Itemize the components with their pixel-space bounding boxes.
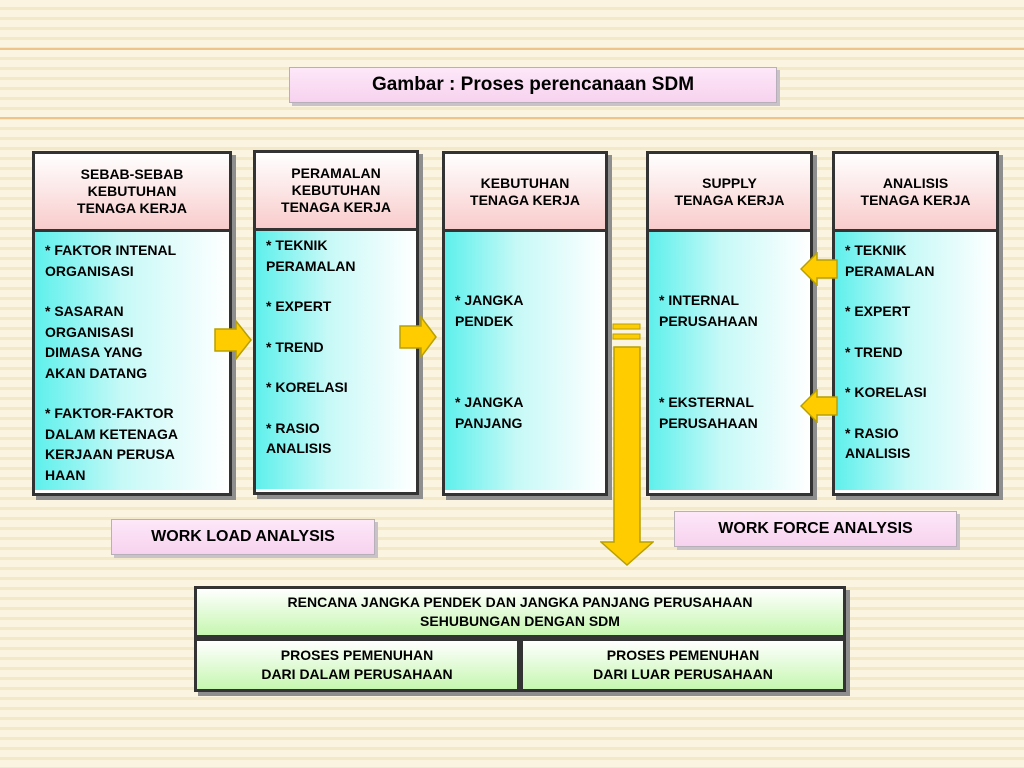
fulfill-line: PROSES PEMENUHAN bbox=[606, 647, 760, 663]
item-line: ANALISIS bbox=[266, 440, 332, 456]
arrow-left-icon bbox=[800, 252, 838, 286]
plan-line: SEHUBUNGAN DENGAN SDM bbox=[420, 613, 620, 629]
item-line: PANJANG bbox=[455, 414, 523, 431]
list-item: * RASIO ANALISIS bbox=[256, 418, 416, 459]
list-item: * JANGKA PANJANG bbox=[445, 392, 605, 433]
item-line: * FAKTOR INTENAL bbox=[45, 242, 177, 258]
header-line: KEBUTUHAN bbox=[480, 174, 570, 191]
list-item: * FAKTOR-FAKTOR DALAM KETENAGA KERJAAN P… bbox=[35, 403, 229, 485]
item-line: * EXPERT bbox=[266, 298, 332, 314]
column-header: SUPPLY TENAGA KERJA bbox=[649, 154, 810, 232]
item-line: PERUSAHAAN bbox=[659, 414, 758, 431]
item-line: * RASIO bbox=[266, 419, 320, 436]
item-line: AKAN DATANG bbox=[45, 364, 148, 381]
item-line: * TREND bbox=[266, 338, 324, 355]
item-line: PERAMALAN bbox=[266, 257, 356, 274]
diagram-title-text: Gambar : Proses perencanaan SDM bbox=[371, 74, 695, 95]
header-line: SEBAB-SEBAB bbox=[80, 166, 184, 182]
column-header: SEBAB-SEBAB KEBUTUHAN TENAGA KERJA bbox=[35, 154, 229, 232]
work-load-analysis-text: WORK LOAD ANALYSIS bbox=[151, 528, 335, 545]
divider-top bbox=[0, 48, 1024, 50]
fulfill-line: PROSES PEMENUHAN bbox=[280, 647, 434, 663]
item-line: * EXPERT bbox=[845, 303, 911, 319]
item-line: * KORELASI bbox=[845, 384, 927, 400]
item-line: * TREND bbox=[845, 343, 903, 360]
item-line: * EKSTERNAL bbox=[659, 394, 754, 410]
header-line: ANALISIS bbox=[882, 174, 949, 191]
list-item: * KORELASI bbox=[835, 382, 996, 403]
item-line: * TEKNIK bbox=[845, 242, 907, 258]
item-line: KERJAAN PERUSA bbox=[45, 446, 175, 462]
divider-under-title bbox=[0, 117, 1024, 119]
item-line: DIMASA YANG bbox=[45, 344, 143, 360]
column-body: * FAKTOR INTENAL ORGANISASI * SASARAN OR… bbox=[35, 232, 229, 490]
header-line: KEBUTUHAN bbox=[291, 182, 381, 198]
item-line: * FAKTOR-FAKTOR bbox=[45, 405, 174, 421]
list-item: * EXPERT bbox=[256, 296, 416, 317]
item-line: ANALISIS bbox=[845, 445, 911, 461]
column-peramalan-kebutuhan: PERAMALAN KEBUTUHAN TENAGA KERJA * TEKNI… bbox=[253, 150, 419, 495]
header-line: TENAGA KERJA bbox=[77, 200, 187, 216]
item-line: HAAN bbox=[45, 466, 86, 483]
column-analisis-tenaga-kerja: ANALISIS TENAGA KERJA * TEKNIK PERAMALAN… bbox=[832, 151, 999, 496]
item-line: PENDEK bbox=[455, 312, 514, 329]
fulfill-line: DARI DALAM PERUSAHAAN bbox=[261, 666, 453, 682]
fulfill-external-box: PROSES PEMENUHAN DARI LUAR PERUSAHAAN bbox=[520, 638, 846, 692]
plan-box: RENCANA JANGKA PENDEK DAN JANGKA PANJANG… bbox=[194, 586, 846, 638]
item-line: ORGANISASI bbox=[45, 323, 134, 340]
header-line: TENAGA KERJA bbox=[470, 191, 580, 208]
list-item: * RASIO ANALISIS bbox=[835, 423, 996, 464]
item-line: PERUSAHAAN bbox=[659, 312, 758, 329]
item-line: * JANGKA bbox=[455, 292, 524, 308]
list-item: * EKSTERNAL PERUSAHAAN bbox=[649, 392, 810, 433]
header-line: TENAGA KERJA bbox=[281, 199, 391, 215]
item-line: * INTERNAL bbox=[659, 292, 740, 308]
arrow-right-icon bbox=[399, 316, 437, 358]
column-body: * TEKNIK PERAMALAN * EXPERT * TREND * KO… bbox=[835, 232, 996, 490]
work-force-analysis-label: WORK FORCE ANALYSIS bbox=[674, 511, 957, 547]
list-item: * INTERNAL PERUSAHAAN bbox=[649, 290, 810, 331]
list-item: * TREND bbox=[256, 337, 416, 358]
work-force-analysis-text: WORK FORCE ANALYSIS bbox=[718, 520, 913, 537]
column-header: ANALISIS TENAGA KERJA bbox=[835, 154, 996, 232]
list-item: * SASARAN ORGANISASI DIMASA YANG AKAN DA… bbox=[35, 301, 229, 383]
work-load-analysis-label: WORK LOAD ANALYSIS bbox=[111, 519, 375, 555]
list-item: * FAKTOR INTENAL ORGANISASI bbox=[35, 240, 229, 281]
list-item: * TEKNIK PERAMALAN bbox=[835, 240, 996, 281]
header-line: TENAGA KERJA bbox=[674, 191, 785, 208]
item-line: * JANGKA bbox=[455, 394, 524, 410]
column-supply-tenaga-kerja: SUPPLY TENAGA KERJA * INTERNAL PERUSAHAA… bbox=[646, 151, 813, 496]
column-kebutuhan-tenaga-kerja: KEBUTUHAN TENAGA KERJA * JANGKA PENDEK *… bbox=[442, 151, 608, 496]
column-body: * JANGKA PENDEK * JANGKA PANJANG bbox=[445, 232, 605, 490]
column-body: * TEKNIK PERAMALAN * EXPERT * TREND * KO… bbox=[256, 231, 416, 489]
item-line: ORGANISASI bbox=[45, 262, 134, 279]
column-header: KEBUTUHAN TENAGA KERJA bbox=[445, 154, 605, 232]
item-line: * TEKNIK bbox=[266, 237, 328, 253]
column-header: PERAMALAN KEBUTUHAN TENAGA KERJA bbox=[256, 153, 416, 231]
header-line: PERAMALAN bbox=[291, 165, 381, 181]
item-line: * SASARAN bbox=[45, 303, 124, 319]
equals-sign-icon bbox=[612, 323, 641, 340]
item-line: DALAM KETENAGA bbox=[45, 425, 178, 442]
list-item: * TREND bbox=[835, 342, 996, 363]
fulfill-internal-box: PROSES PEMENUHAN DARI DALAM PERUSAHAAN bbox=[194, 638, 520, 692]
arrow-left-icon bbox=[800, 389, 838, 423]
item-line: * KORELASI bbox=[266, 379, 348, 395]
item-line: PERAMALAN bbox=[845, 262, 935, 279]
column-body: * INTERNAL PERUSAHAAN * EKSTERNAL PERUSA… bbox=[649, 232, 810, 490]
list-item: * TEKNIK PERAMALAN bbox=[256, 235, 416, 276]
fulfill-line: DARI LUAR PERUSAHAAN bbox=[593, 666, 773, 682]
arrow-down-icon bbox=[600, 346, 654, 566]
header-line: TENAGA KERJA bbox=[860, 191, 971, 208]
list-item: * JANGKA PENDEK bbox=[445, 290, 605, 331]
arrow-right-icon bbox=[214, 320, 252, 360]
header-line: SUPPLY bbox=[702, 174, 757, 191]
header-line: KEBUTUHAN bbox=[87, 183, 177, 199]
list-item: * KORELASI bbox=[256, 377, 416, 398]
list-item: * EXPERT bbox=[835, 301, 996, 322]
plan-line: RENCANA JANGKA PENDEK DAN JANGKA PANJANG… bbox=[287, 594, 753, 610]
item-line: * RASIO bbox=[845, 424, 899, 441]
diagram-title: Gambar : Proses perencanaan SDM bbox=[289, 67, 777, 103]
column-sebab-kebutuhan: SEBAB-SEBAB KEBUTUHAN TENAGA KERJA * FAK… bbox=[32, 151, 232, 496]
